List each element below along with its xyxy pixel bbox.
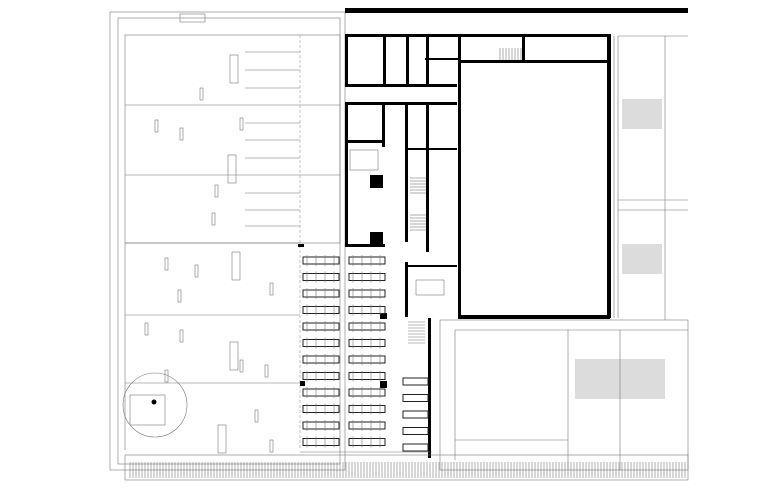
fixture: [199, 87, 204, 101]
dining-table: [348, 438, 386, 446]
dining-table: [402, 443, 429, 452]
dining-table: [302, 405, 340, 413]
dining-table: [348, 306, 386, 314]
fixture: [179, 127, 184, 141]
fixture: [269, 282, 274, 296]
fixture: [269, 439, 274, 453]
fixture: [179, 329, 184, 343]
south-terrace: [124, 454, 689, 481]
dining-table: [402, 394, 429, 402]
fixture: [217, 424, 227, 454]
fixture: [177, 289, 182, 303]
fixture: [214, 184, 219, 198]
fixture: [254, 409, 259, 423]
fixture: [164, 369, 169, 383]
fixture: [231, 251, 241, 281]
fixture: [229, 341, 239, 371]
fixture: [194, 264, 199, 278]
north-edge-wall: [345, 8, 688, 13]
dining-table: [302, 306, 340, 314]
service-block: [345, 34, 610, 344]
dining-table: [402, 427, 429, 435]
fixture: [264, 364, 269, 378]
dining-area: [298, 244, 432, 458]
dining-table: [348, 421, 386, 430]
fixture: [154, 119, 159, 133]
fixture: [239, 117, 244, 131]
fixture: [229, 54, 239, 84]
fixture: [239, 359, 244, 373]
fixture: [211, 212, 216, 226]
dining-table: [348, 256, 386, 265]
dining-table: [302, 322, 340, 331]
dining-table: [302, 421, 340, 430]
dining-table: [402, 410, 429, 419]
dining-table: [348, 273, 386, 281]
dining-table: [348, 388, 386, 397]
dining-table: [302, 339, 340, 347]
dining-table: [302, 372, 340, 380]
dining-table: [302, 273, 340, 281]
dining-table: [348, 289, 386, 298]
dining-table: [348, 355, 386, 364]
dining-table: [302, 438, 340, 446]
dining-table: [402, 377, 429, 386]
fixture: [227, 154, 237, 184]
fixture: [164, 257, 169, 271]
fixture: [144, 322, 149, 336]
dining-table: [348, 322, 386, 331]
dining-table: [302, 256, 340, 265]
dining-table: [302, 355, 340, 364]
main-hall: [458, 34, 619, 319]
dining-table: [302, 289, 340, 298]
dining-table: [348, 372, 386, 380]
dining-table: [302, 388, 340, 397]
west-wing: [109, 11, 346, 471]
round-court: [122, 372, 188, 438]
east-zone: [439, 35, 689, 471]
dining-table: [348, 339, 386, 347]
dining-table: [348, 405, 386, 413]
